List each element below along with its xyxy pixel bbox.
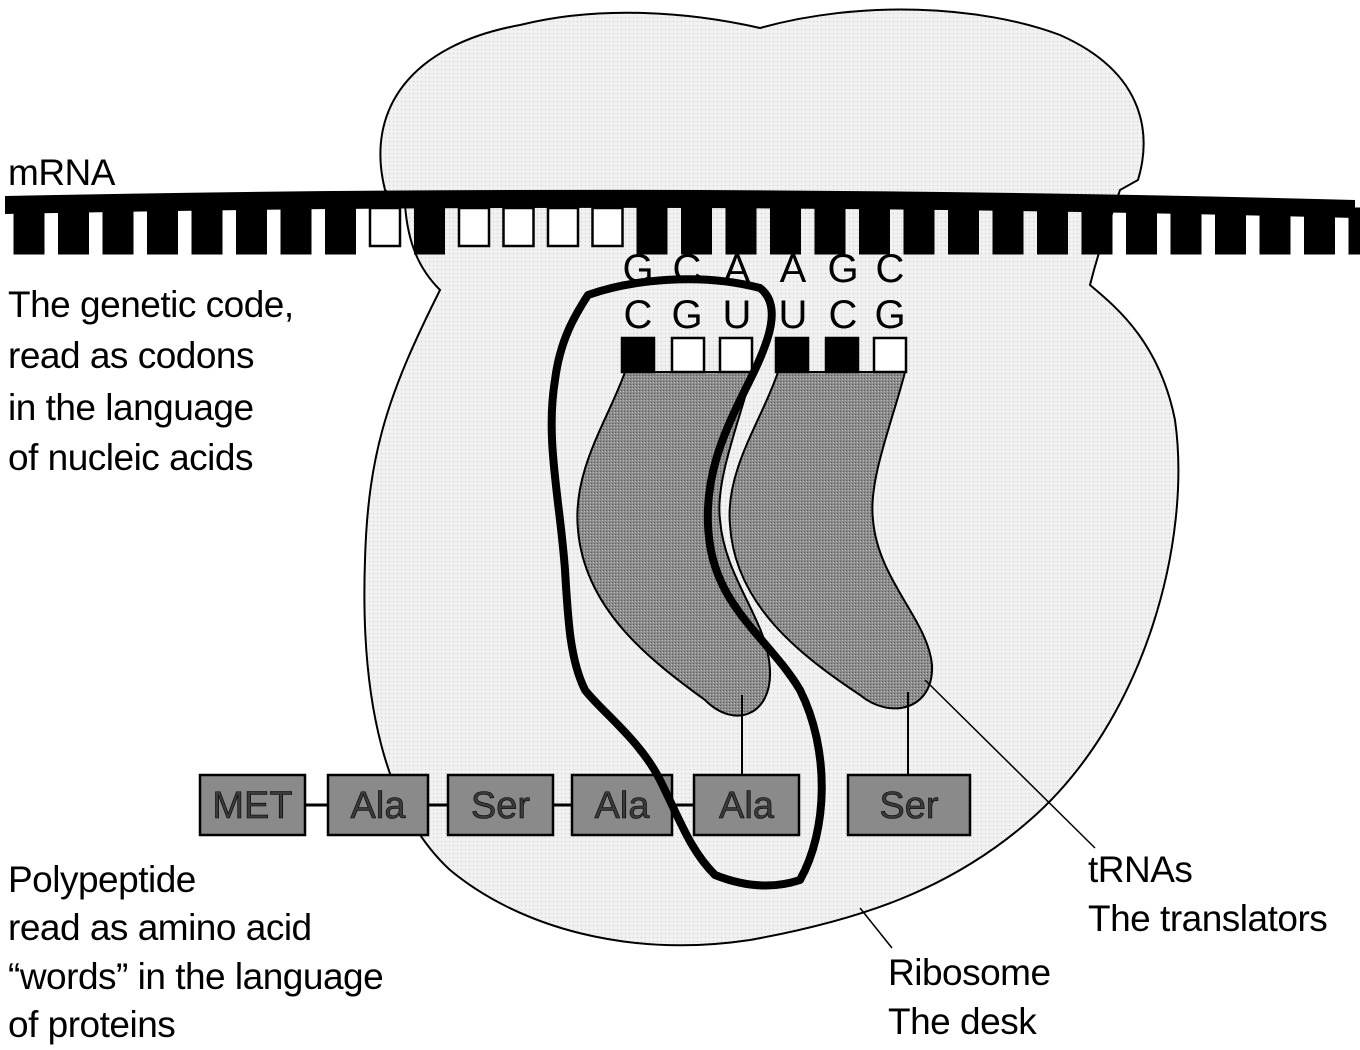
- mrna-base-tooth: [904, 208, 934, 254]
- anticodon-box: [720, 338, 752, 372]
- amino-acid-label: Ser: [471, 785, 530, 827]
- amino-acid-label: Ser: [879, 785, 938, 827]
- anticodon-base-letter: C: [624, 293, 653, 337]
- mrna-base-letter: A: [780, 247, 807, 291]
- mrna-base-letter: G: [827, 247, 858, 291]
- mrna-base-tooth: [415, 208, 445, 254]
- anticodon-box: [826, 338, 858, 372]
- polypeptide-line: Polypeptide: [8, 855, 196, 905]
- genetic-code-line: in the language: [8, 383, 254, 433]
- polypeptide-line: of proteins: [8, 1000, 175, 1050]
- polypeptide-line: read as amino acid: [8, 903, 312, 953]
- mrna-base-tooth: [326, 208, 356, 254]
- mrna-base-tooth: [237, 208, 267, 254]
- mrna-base-tooth: [59, 208, 89, 254]
- amino-acid-ala: Ala: [694, 775, 799, 835]
- anticodon-base-letter: G: [874, 293, 905, 337]
- mrna-base-tooth: [281, 208, 311, 254]
- polypeptide-line: “words” in the language: [8, 952, 383, 1002]
- mrna-strand: [5, 190, 1360, 254]
- mrna-base-tooth: [148, 208, 178, 254]
- anticodon-box: [874, 338, 906, 372]
- ribosome-line: Ribosome: [888, 948, 1051, 998]
- amino-acid-met: MET: [200, 775, 305, 835]
- amino-acid-label: MET: [212, 785, 292, 827]
- mrna-base-open: [370, 208, 400, 246]
- anticodon-box: [672, 338, 704, 372]
- genetic-code-line: of nucleic acids: [8, 433, 253, 483]
- mrna-base-tooth: [14, 208, 44, 254]
- amino-acid-ser: Ser: [848, 775, 970, 835]
- genetic-code-line: read as codons: [8, 331, 254, 381]
- anticodon-box: [776, 338, 808, 372]
- mrna-base-letter: C: [673, 247, 702, 291]
- trnas-line: tRNAs: [1088, 845, 1192, 895]
- mrna-base-tooth: [1305, 208, 1335, 254]
- anticodon-base-letter: C: [829, 293, 858, 337]
- mrna-base-tooth: [103, 208, 133, 254]
- mrna-base-open: [504, 208, 534, 246]
- mrna-base-letter: C: [876, 247, 905, 291]
- mrna-base-tooth: [1260, 208, 1290, 254]
- mrna-base-tooth: [949, 208, 979, 254]
- mrna-base-tooth: [1216, 208, 1246, 254]
- ribosome-line: The desk: [888, 997, 1036, 1047]
- mrna-base-tooth: [1349, 208, 1360, 254]
- mrna-base-tooth: [192, 208, 222, 254]
- amino-acid-ala: Ala: [572, 775, 672, 835]
- mrna-base-tooth: [1171, 208, 1201, 254]
- anticodon-base-letter: U: [779, 293, 808, 337]
- mrna-base-tooth: [1038, 208, 1068, 254]
- amino-acid-label: Ala: [719, 785, 775, 827]
- mrna-base-tooth: [1127, 208, 1157, 254]
- trnas-line: The translators: [1088, 894, 1327, 944]
- genetic-code-line: The genetic code,: [8, 280, 294, 330]
- anticodon-box: [622, 338, 654, 372]
- amino-acid-label: Ala: [351, 785, 407, 827]
- mrna-base-tooth: [993, 208, 1023, 254]
- amino-acid-label: Ala: [595, 785, 651, 827]
- ribosome-pointer-line: [860, 908, 892, 948]
- mrna-base-open: [548, 208, 578, 246]
- anticodon-base-letter: G: [671, 293, 702, 337]
- mrna-base-open: [593, 208, 623, 246]
- anticodon-base-letter: U: [723, 293, 752, 337]
- mrna-base-tooth: [1082, 208, 1112, 254]
- amino-acid-ser: Ser: [448, 775, 553, 835]
- mrna-base-open: [459, 208, 489, 246]
- mrna-label: mRNA: [8, 148, 115, 198]
- amino-acid-ala: Ala: [328, 775, 428, 835]
